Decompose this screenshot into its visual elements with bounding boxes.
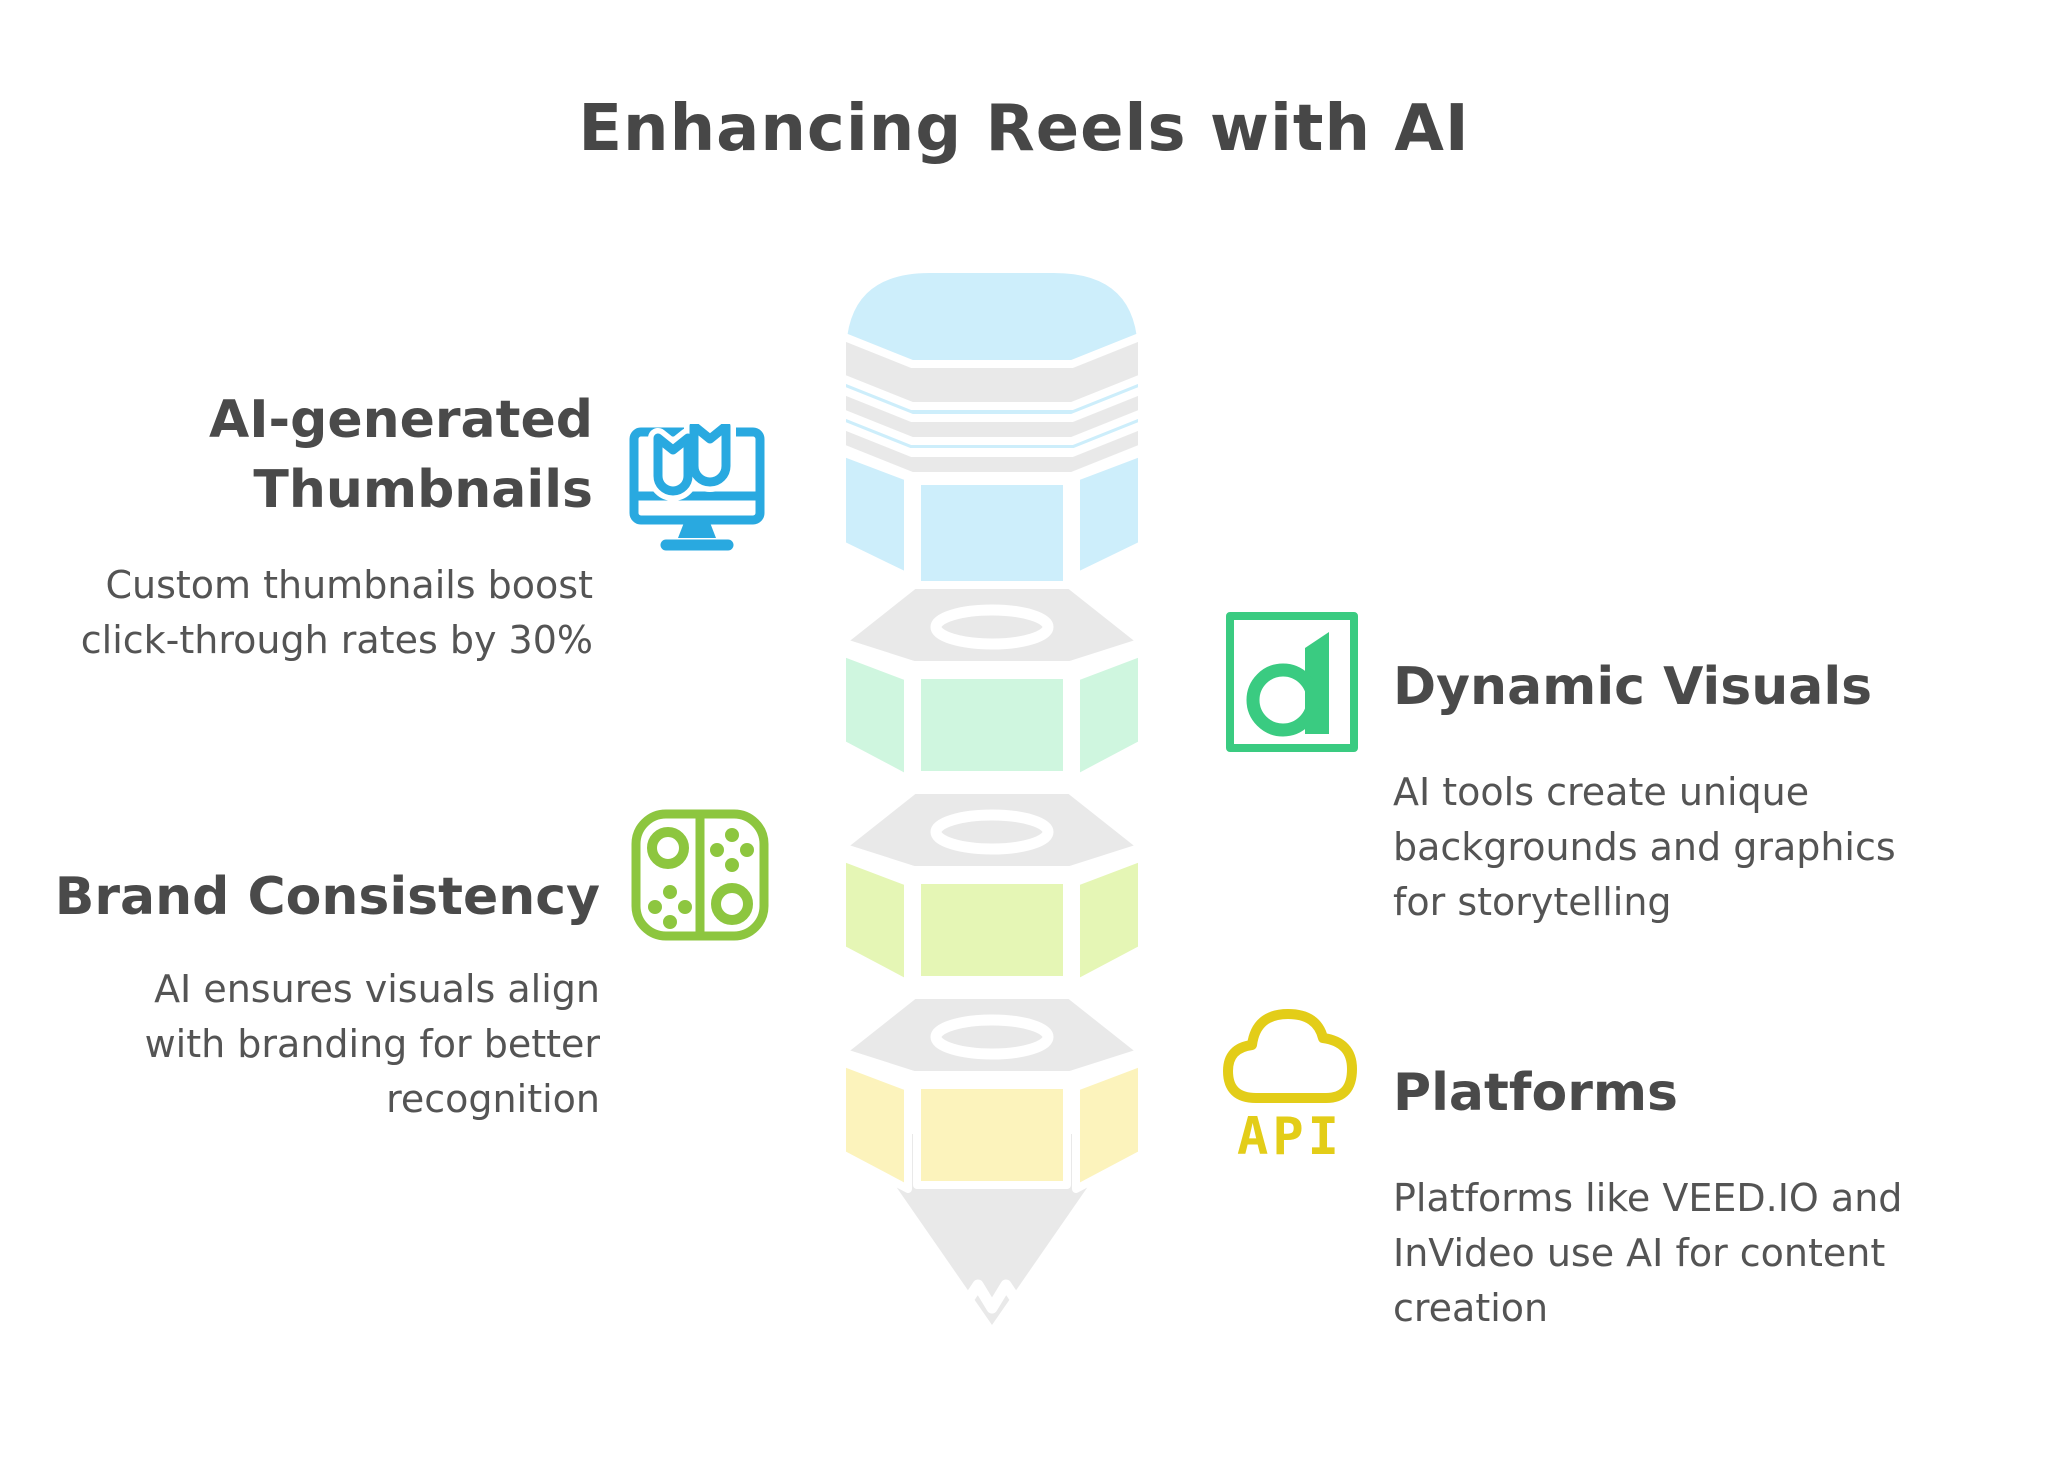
section-dynamic-visuals: Dynamic Visuals AI tools create unique b… [1393, 652, 1993, 930]
game-controller-icon [631, 809, 769, 941]
monitor-thumbnails-icon [629, 424, 765, 551]
section-body: AI tools create unique backgrounds and g… [1393, 770, 1896, 925]
section-heading: Brand Consistency [54, 867, 600, 927]
d-logo-icon [1226, 612, 1358, 752]
funnel-band-blue [838, 448, 1146, 594]
section-body: AI ensures visuals align with branding f… [144, 967, 600, 1122]
cloud-api-icon: API [1223, 1009, 1357, 1167]
api-label: API [1237, 1107, 1343, 1167]
funnel-layer-lime [838, 786, 1146, 988]
page-title: Enhancing Reels with AI [578, 92, 1470, 166]
section-heading: Dynamic Visuals [1393, 657, 1873, 717]
section-ai-generated-thumbnails: AI-generated Thumbnails Custom thumbnail… [33, 385, 593, 669]
section-heading: Platforms [1393, 1063, 1679, 1123]
funnel-layer-mint [838, 581, 1146, 783]
pencil-tip-crack [956, 1279, 1028, 1315]
section-heading: AI-generated Thumbnails [208, 390, 593, 521]
section-body: Custom thumbnails boost click-through ra… [80, 563, 593, 663]
section-brand-consistency: Brand Consistency AI ensures visuals ali… [20, 862, 600, 1127]
funnel-layer-yellow [838, 991, 1146, 1193]
section-platforms: Platforms Platforms like VEED.IO and InV… [1393, 1058, 2013, 1336]
section-body: Platforms like VEED.IO and InVideo use A… [1393, 1176, 1903, 1331]
